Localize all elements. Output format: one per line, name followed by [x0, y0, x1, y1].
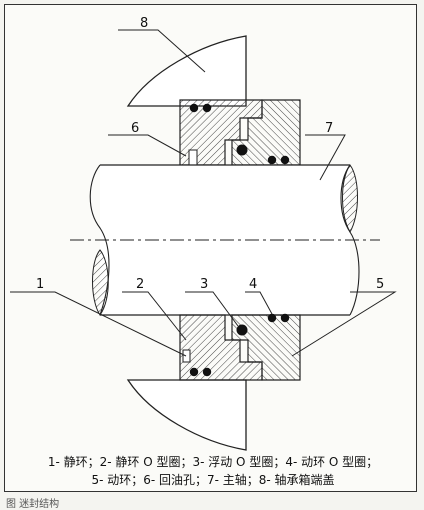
upper-seal-assembly	[179, 99, 301, 166]
static-o-ring	[189, 103, 199, 113]
static-o-ring	[189, 367, 199, 377]
leader-lines	[10, 29, 397, 357]
label-4: 4	[249, 277, 257, 292]
label-5: 5	[376, 277, 384, 292]
static-o-ring	[202, 367, 212, 377]
label-8: 8	[140, 16, 148, 31]
oil-return-hole	[188, 149, 198, 166]
shaft	[70, 164, 380, 316]
label-6: 6	[131, 121, 139, 136]
lower-seal-assembly	[179, 313, 301, 381]
label-3: 3	[200, 277, 208, 292]
end-cover-upper	[126, 35, 247, 107]
static-o-ring	[202, 103, 212, 113]
label-7: 7	[325, 121, 333, 136]
legend-line-2: 5- 动环；6- 回油孔；7- 主轴；8- 轴承箱端盖	[91, 473, 335, 487]
floating-o-ring	[236, 144, 248, 156]
floating-o-ring	[236, 324, 248, 336]
moving-o-ring	[267, 313, 277, 323]
legend-line-1: 1- 静环；2- 静环 O 型圈；3- 浮动 O 型圈；4- 动环 O 型圈；	[47, 455, 379, 469]
label-1: 1	[36, 277, 44, 292]
figure-caption: 图 迷封结构	[6, 499, 60, 510]
static-ring-lower	[179, 314, 263, 381]
legend: 1- 静环；2- 静环 O 型圈；3- 浮动 O 型圈；4- 动环 O 型圈； …	[16, 453, 410, 489]
label-2: 2	[136, 277, 144, 292]
moving-ring-upper	[231, 99, 301, 166]
moving-o-ring	[280, 313, 290, 323]
moving-o-ring	[267, 155, 277, 165]
moving-o-ring	[280, 155, 290, 165]
moving-ring-lower	[231, 314, 301, 381]
end-cover-lower	[126, 379, 247, 451]
